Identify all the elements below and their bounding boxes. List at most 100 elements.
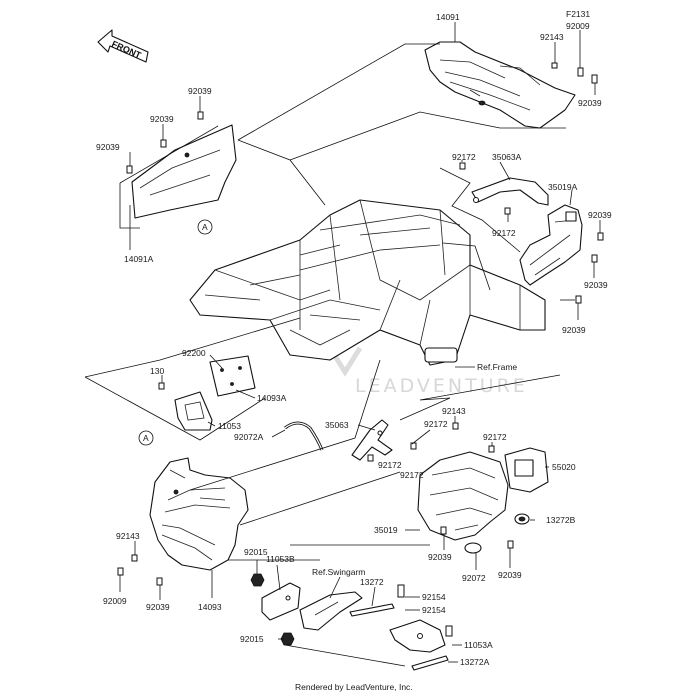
bracket-55020 bbox=[504, 447, 549, 493]
callout-label: 13272 bbox=[360, 577, 384, 587]
bracket-11053A bbox=[389, 619, 446, 653]
bracket-35063A bbox=[471, 177, 549, 206]
callout-label: 14093 bbox=[198, 602, 222, 612]
swingarm-bracket bbox=[299, 591, 363, 631]
callout-label: 92039 bbox=[146, 602, 170, 612]
bolt-icon bbox=[591, 254, 598, 263]
bracket-11053B bbox=[261, 582, 301, 621]
callout-label: 14091 bbox=[436, 12, 460, 22]
callout-label: 92143 bbox=[540, 32, 564, 42]
bolt-icon bbox=[397, 584, 405, 598]
callout-label: 11053A bbox=[464, 640, 493, 650]
callout-label: 92172 bbox=[483, 432, 507, 442]
callout-label: 35063 bbox=[325, 420, 349, 430]
nut-icon bbox=[250, 573, 265, 587]
plate-14093A bbox=[209, 355, 256, 397]
front-arrow-icon: FRONT bbox=[97, 29, 149, 63]
clamp-92072A bbox=[284, 421, 324, 451]
fender-14093 bbox=[149, 457, 249, 571]
callout-label: 14093A bbox=[257, 393, 287, 403]
callout-label: 13272B bbox=[546, 515, 576, 525]
ref-circle-a-top bbox=[197, 219, 213, 235]
panel-14091A bbox=[131, 124, 237, 219]
bracket-11053 bbox=[174, 391, 213, 431]
callout-label: 92172 bbox=[452, 152, 476, 162]
callout-label: 92009 bbox=[566, 21, 590, 31]
callout-label: 92015 bbox=[244, 547, 268, 557]
callout-label: 92200 bbox=[182, 348, 206, 358]
callout-label: 35019 bbox=[374, 525, 398, 535]
callout-label: 92039 bbox=[588, 210, 612, 220]
callout-label: 11053 bbox=[218, 421, 241, 431]
callout-label: 92172 bbox=[424, 419, 448, 429]
bolt-icon bbox=[488, 445, 495, 453]
leader-lines bbox=[119, 22, 601, 663]
callout-label: 92143 bbox=[442, 406, 466, 416]
callout-label: 92072 bbox=[462, 573, 486, 583]
callout-label: 92015 bbox=[240, 634, 264, 644]
bolt-icon bbox=[197, 111, 204, 120]
callout-label: 92039 bbox=[150, 114, 174, 124]
bolt-icon bbox=[158, 382, 165, 390]
bolt-icon bbox=[160, 139, 167, 148]
callout-label: 92039 bbox=[498, 570, 522, 580]
callout-label: 92172 bbox=[400, 470, 424, 480]
bolt-icon bbox=[156, 577, 163, 586]
callout-label: 92039 bbox=[578, 98, 602, 108]
callout-label: 92154 bbox=[422, 605, 446, 615]
bolt-icon bbox=[575, 295, 582, 304]
callout-label: Ref.Swingarm bbox=[312, 567, 365, 577]
callout-label: 35019A bbox=[548, 182, 578, 192]
callout-label: 14091A bbox=[124, 254, 154, 264]
callout-labels: F2131 92009 92143 14091 92039 92039 9203… bbox=[96, 9, 612, 667]
bolt-icon bbox=[591, 74, 598, 84]
callout-label: 92039 bbox=[188, 86, 212, 96]
watermark-text: LEADVENTURE bbox=[355, 375, 528, 397]
callout-label: 13272A bbox=[460, 657, 490, 667]
bolt-icon bbox=[131, 554, 138, 562]
callout-label: 92039 bbox=[96, 142, 120, 152]
callout-label: 35063A bbox=[492, 152, 522, 162]
bolt-icon bbox=[597, 232, 604, 241]
callout-label: 130 bbox=[150, 366, 164, 376]
callout-label: 92039 bbox=[562, 325, 586, 335]
callout-label: 92143 bbox=[116, 531, 140, 541]
bolt-icon bbox=[367, 454, 374, 462]
bolt-icon bbox=[504, 207, 511, 215]
bolt-icon bbox=[452, 422, 459, 430]
mudguard-35019A bbox=[519, 204, 583, 286]
rod-13272A bbox=[411, 655, 449, 671]
callout-label: 92154 bbox=[422, 592, 446, 602]
bolt-icon bbox=[507, 540, 514, 549]
region-outlines bbox=[84, 43, 575, 667]
callout-label: 92039 bbox=[428, 552, 452, 562]
bolt-icon bbox=[445, 625, 453, 637]
bolt-icon bbox=[577, 67, 584, 77]
callout-label: F2131 bbox=[566, 9, 590, 19]
callout-label: 92072A bbox=[234, 432, 264, 442]
bolt-icon bbox=[117, 567, 124, 576]
bracket-35063 bbox=[351, 419, 393, 461]
fender-14091 bbox=[424, 41, 576, 129]
callout-label: 92172 bbox=[378, 460, 402, 470]
callout-label: 92039 bbox=[584, 280, 608, 290]
fasteners bbox=[117, 62, 604, 646]
reference-circles bbox=[138, 219, 213, 446]
bolt-icon bbox=[459, 162, 466, 170]
bolt-icon bbox=[551, 62, 558, 69]
ref-circle-a-bottom bbox=[138, 430, 154, 446]
bolt-icon bbox=[440, 526, 447, 535]
callout-label: 55020 bbox=[552, 462, 576, 472]
callout-label: Ref.Frame bbox=[477, 362, 517, 372]
callout-label: A bbox=[202, 222, 208, 232]
callout-label: A bbox=[143, 433, 149, 443]
callout-label: 92172 bbox=[492, 228, 516, 238]
footer-credit: Rendered by LeadVenture, Inc. bbox=[295, 682, 413, 692]
callout-label: 11053B bbox=[266, 554, 295, 564]
frame-reference bbox=[189, 199, 546, 366]
callout-label: 92009 bbox=[103, 596, 127, 606]
bolt-icon bbox=[410, 442, 417, 450]
mudguard-35019 bbox=[417, 451, 509, 554]
